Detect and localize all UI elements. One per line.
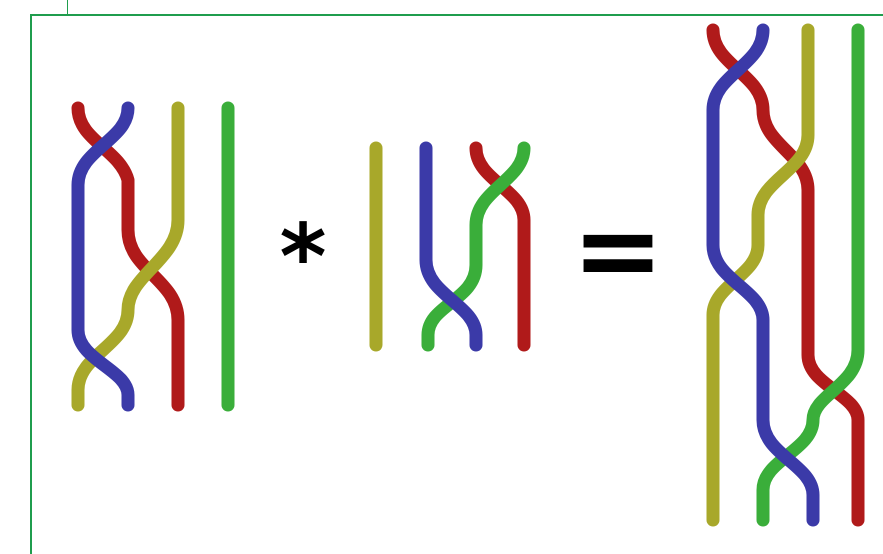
braid-diagram: * = [71, 23, 865, 527]
left-braid-red-strand [71, 101, 185, 412]
result-braid-green-strand [756, 23, 865, 527]
left-braid-olive-strand [71, 101, 185, 412]
multiply-operator: * [279, 205, 326, 310]
left-braid-blue-strand [71, 101, 135, 412]
result-braid-blue-strand [706, 23, 820, 527]
frame-tick [67, 0, 68, 14]
result-braid-olive-strand [706, 23, 815, 527]
equals-operator: = [572, 186, 664, 314]
result-braid [706, 23, 865, 527]
diagram-frame [30, 14, 883, 554]
left-braid [71, 101, 235, 412]
middle-braid [369, 141, 531, 352]
middle-braid-green-strand [421, 141, 531, 352]
middle-braid-blue-strand [419, 141, 483, 352]
